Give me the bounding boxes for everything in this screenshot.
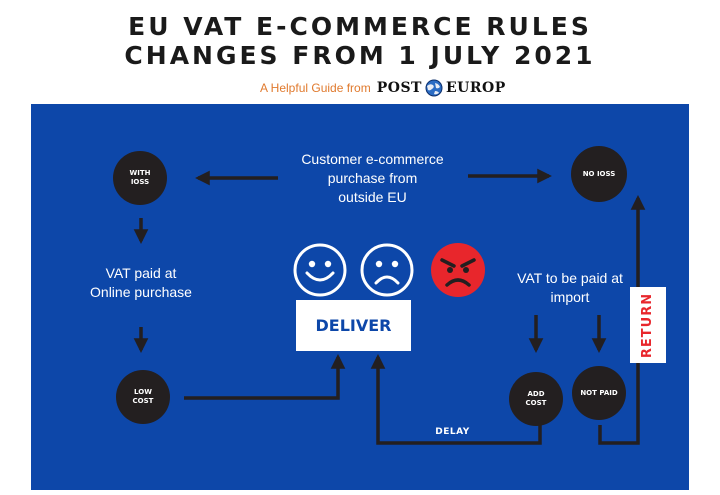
with-ioss-node: WITH IOSS	[113, 151, 167, 205]
subtitle: A Helpful Guide from POST EUROP	[260, 79, 506, 97]
customer-purchase-line-1: Customer e-commerce	[301, 151, 444, 167]
vat-import-text: VAT to be paid at import	[500, 269, 640, 307]
with-ioss-label-2: IOSS	[130, 178, 150, 186]
delay-label: DELAY	[435, 427, 470, 437]
customer-purchase-text: Customer e-commerce purchase from outsid…	[285, 150, 460, 207]
add-cost-label-1: ADD	[527, 390, 545, 398]
with-ioss-label-1: WITH	[129, 169, 151, 177]
vat-paid-text: VAT paid at Online purchase	[75, 264, 207, 302]
arrow-low-cost-to-deliver	[184, 354, 346, 400]
no-ioss-label: NO IOSS	[582, 169, 616, 178]
sad-face-icon	[360, 243, 414, 297]
smiling-face-icon	[293, 243, 347, 297]
subtitle-text: A Helpful Guide from	[260, 81, 371, 95]
vat-paid-line-2: Online purchase	[90, 284, 192, 300]
brand-logo: POST EUROP	[377, 79, 506, 97]
arrow-add-cost-to-deliver	[370, 354, 542, 445]
add-cost-node: ADD COST	[509, 372, 563, 426]
not-paid-node: NOT PAID	[572, 366, 626, 420]
page-title-line-2: CHANGES FROM 1 JULY 2021	[124, 41, 596, 70]
brand-name-right: EUROP	[445, 80, 506, 96]
page-title-line-1: EU VAT E-COMMERCE RULES	[128, 12, 592, 41]
globe-icon	[425, 79, 443, 97]
low-cost-label-1: LOW	[134, 388, 152, 396]
no-ioss-node: NO IOSS	[571, 146, 627, 202]
vat-paid-line-1: VAT paid at	[105, 265, 177, 281]
deliver-box: DELIVER	[296, 300, 411, 351]
customer-purchase-line-2: purchase from	[327, 170, 418, 186]
add-cost-label-2: COST	[525, 399, 547, 407]
vat-import-line-2: import	[550, 289, 590, 305]
angry-face-icon	[431, 243, 485, 297]
return-label: RETURN	[640, 292, 656, 358]
not-paid-label: NOT PAID	[580, 388, 618, 397]
customer-purchase-line-3: outside EU	[338, 189, 407, 205]
low-cost-node: LOW COST	[116, 370, 170, 424]
low-cost-label-2: COST	[132, 397, 154, 405]
vat-import-line-1: VAT to be paid at	[517, 270, 623, 286]
brand-name-left: POST	[376, 80, 422, 96]
return-box: RETURN	[630, 287, 666, 363]
